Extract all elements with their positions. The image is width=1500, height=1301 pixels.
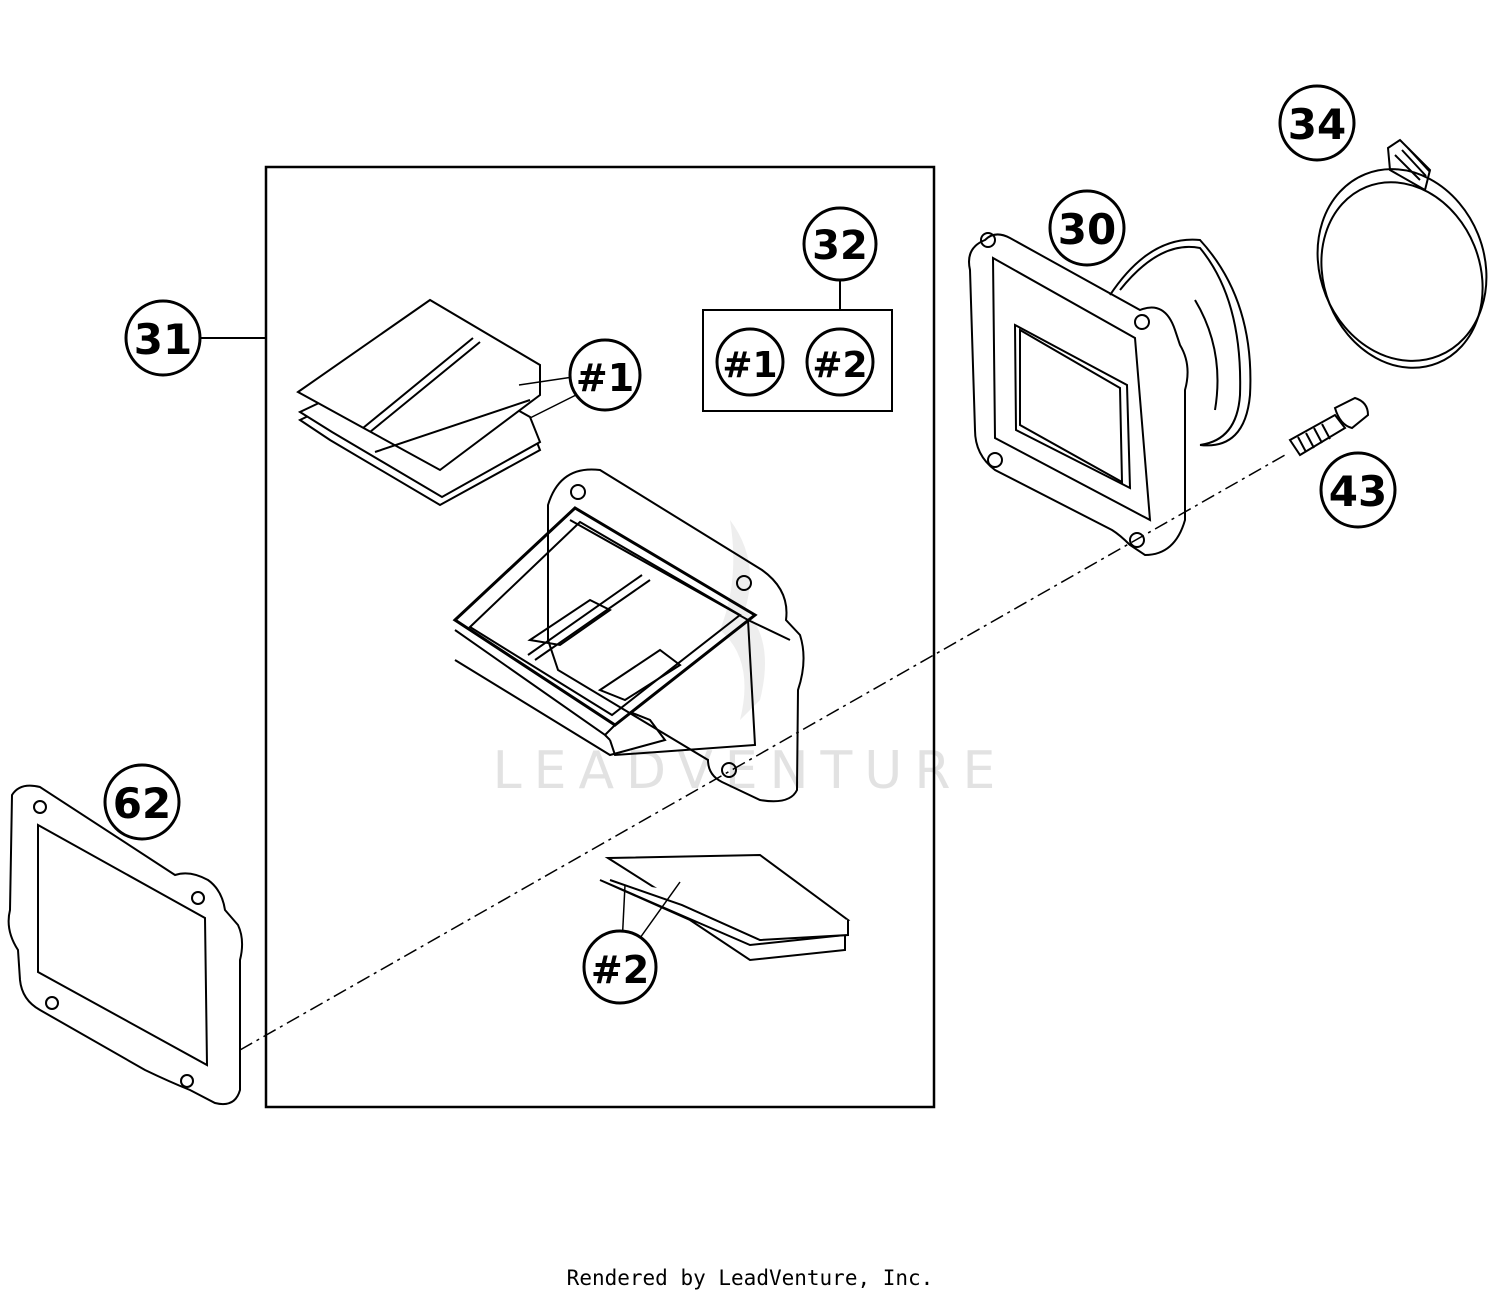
callout-kit-2: #2 — [805, 327, 875, 397]
callout-kit-1-label: #1 — [722, 345, 777, 386]
callout-30: 30 — [1048, 189, 1126, 267]
callout-43: 43 — [1319, 451, 1397, 529]
callout-32: 32 — [802, 206, 878, 282]
reed-block — [452, 468, 805, 803]
callout-reed-1: #1 — [568, 338, 642, 412]
callout-31-label: 31 — [134, 315, 192, 364]
watermark-logo: LEADVENTURE — [493, 520, 1008, 801]
callout-reed-1-label: #1 — [576, 356, 634, 400]
callout-43-label: 43 — [1329, 467, 1387, 516]
hose-clamp-34 — [1316, 138, 1488, 369]
callout-30-label: 30 — [1058, 205, 1116, 254]
callout-32-label: 32 — [812, 223, 868, 269]
callout-kit-2-label: #2 — [812, 345, 867, 386]
callout-31: 31 — [124, 299, 202, 377]
callout-62-label: 62 — [113, 779, 171, 828]
callout-reed-2-label: #2 — [591, 948, 649, 992]
footer-credit: Rendered by LeadVenture, Inc. — [566, 1266, 934, 1290]
reed-valve-kit-frame — [264, 165, 936, 1109]
assembly-axis-line — [239, 454, 1286, 1051]
callout-kit-1: #1 — [715, 327, 785, 397]
callout-62: 62 — [103, 763, 181, 841]
callout-34-label: 34 — [1288, 100, 1346, 149]
gasket-62 — [7, 784, 244, 1106]
kit-32-box — [702, 309, 893, 412]
reed-petals-1 — [296, 298, 542, 507]
bolt-43 — [1288, 396, 1370, 457]
callout-34: 34 — [1278, 84, 1356, 162]
watermark-text: LEADVENTURE — [493, 741, 1008, 801]
intake-flange-30 — [968, 232, 1252, 557]
callout-reed-2: #2 — [582, 929, 658, 1005]
